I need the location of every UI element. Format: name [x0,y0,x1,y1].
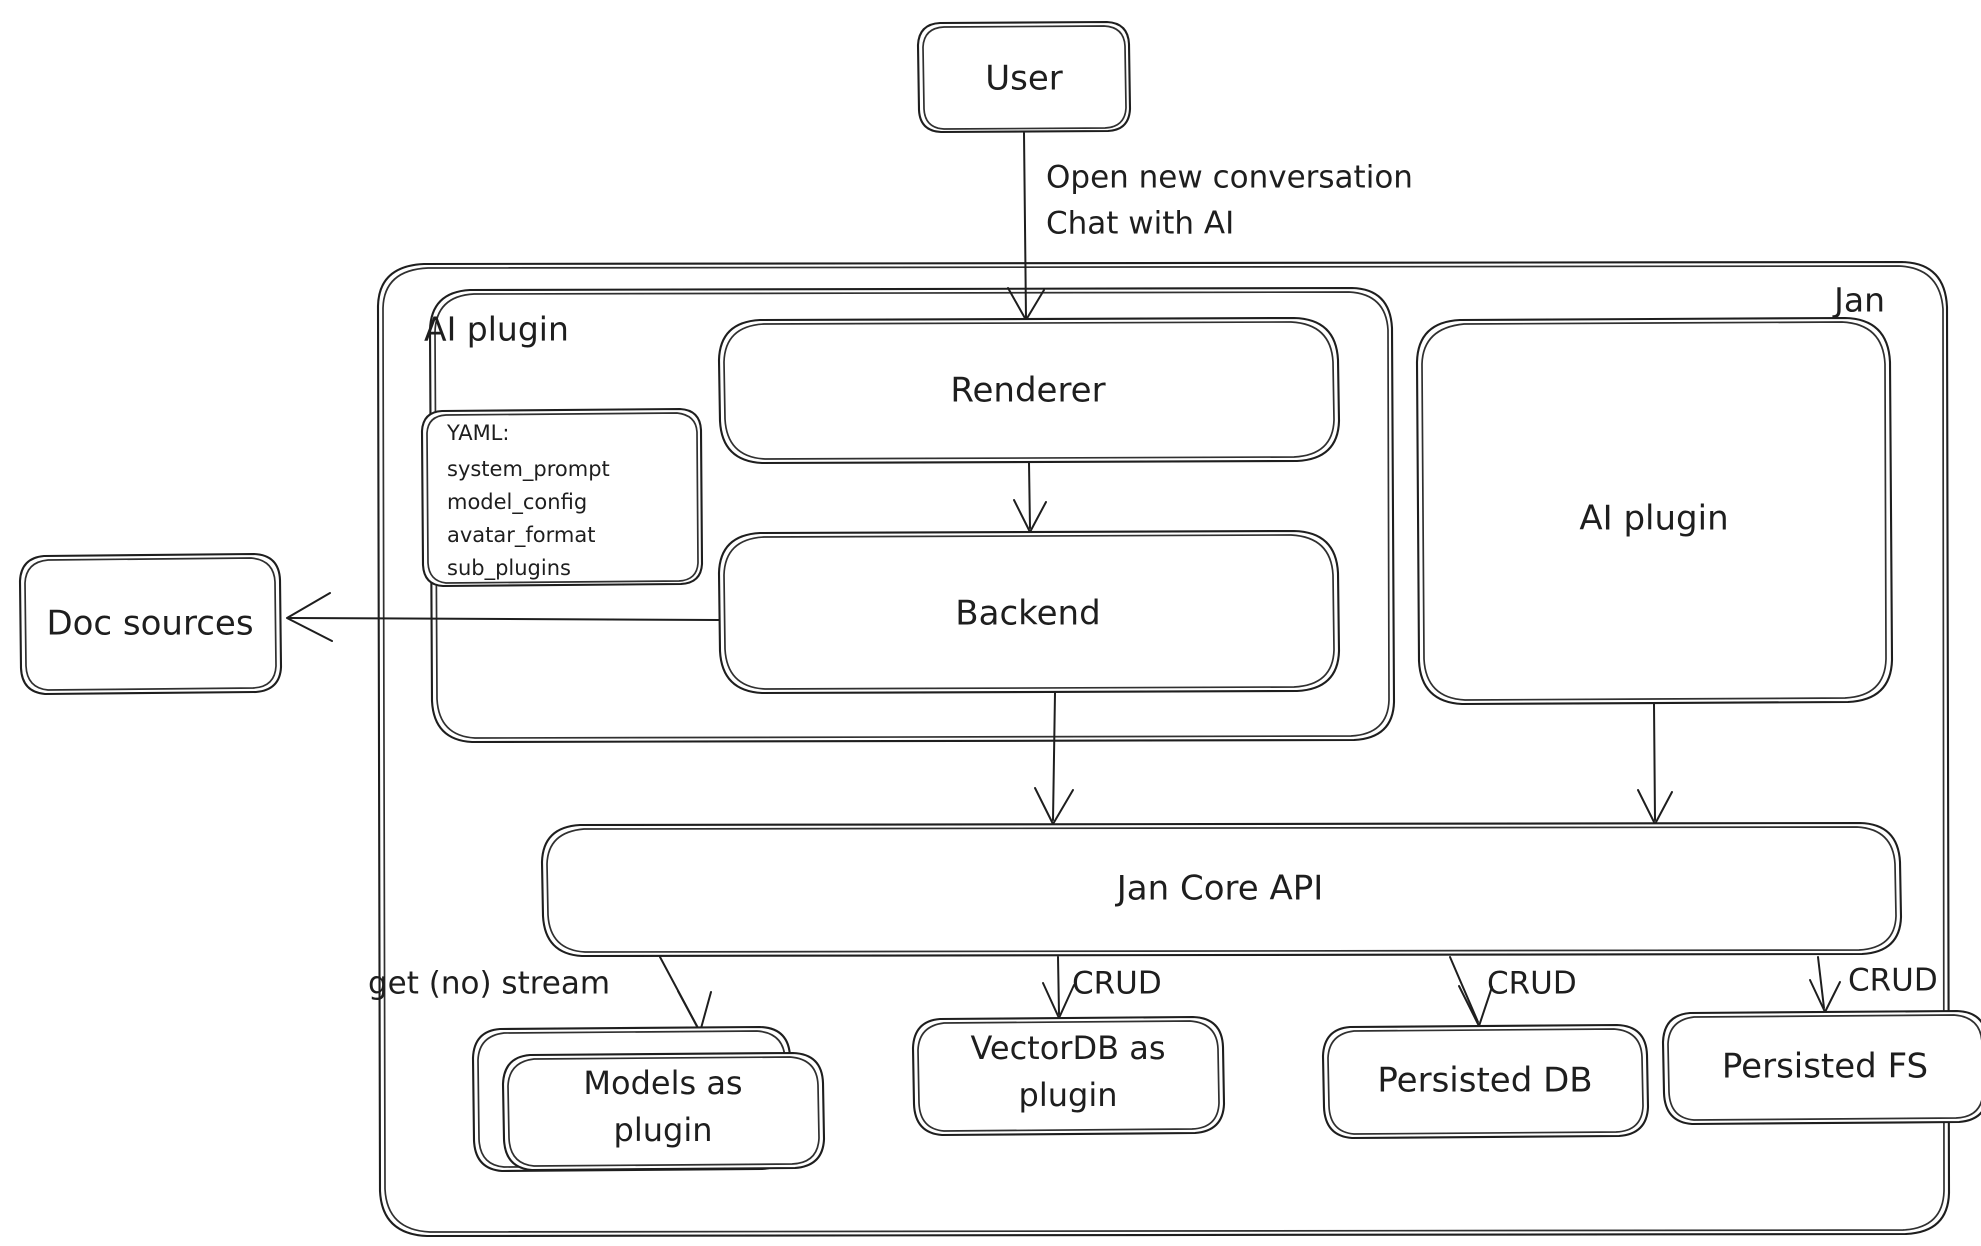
yaml-card-item: model_config [447,490,587,515]
yaml-card-item: system_prompt [447,457,610,482]
node-models-as-plugin-label-line1: Models as [583,1064,742,1102]
edge-backend-to-doc-sources [286,592,720,642]
node-renderer-label: Renderer [950,371,1105,411]
node-models-as-plugin[interactable]: Models as plugin [471,1025,826,1173]
node-backend[interactable]: Backend [717,529,1341,695]
node-user-label: User [985,59,1063,99]
node-jan-core-api-label: Jan Core API [1115,869,1324,909]
edge-user-to-renderer-label-line2: Chat with AI [1046,206,1234,242]
node-persisted-db-label: Persisted DB [1377,1061,1592,1101]
edge-api-to-vectordb-label: CRUD [1072,966,1162,1002]
edge-api-to-models: get (no) stream [368,956,712,1033]
node-persisted-fs[interactable]: Persisted FS [1661,1009,1981,1126]
node-doc-sources-label: Doc sources [46,604,253,644]
yaml-config-card: YAML: system_prompt model_config avatar_… [420,407,704,588]
node-models-as-plugin-label-line2: plugin [614,1111,713,1149]
yaml-card-item: sub_plugins [447,556,571,581]
edge-api-to-persisted-fs-label: CRUD [1848,963,1938,999]
node-persisted-db[interactable]: Persisted DB [1321,1023,1650,1140]
container-jan-label: Jan [1832,281,1885,320]
edge-api-to-models-label: get (no) stream [368,966,610,1002]
node-renderer[interactable]: Renderer [717,316,1341,465]
node-vectordb-as-plugin-label-line2: plugin [1019,1076,1118,1114]
node-jan-core-api[interactable]: Jan Core API [540,821,1903,958]
container-ai-plugin-group-label: AI plugin [424,310,569,349]
yaml-card-item: avatar_format [447,523,595,548]
node-vectordb-as-plugin-label-line1: VectorDB as [970,1029,1165,1067]
node-backend-label: Backend [955,594,1100,634]
edge-user-to-renderer-label-line1: Open new conversation [1046,160,1413,196]
node-persisted-fs-label: Persisted FS [1722,1047,1928,1087]
yaml-card-header: YAML: [446,421,509,445]
node-ai-plugin[interactable]: AI plugin [1415,316,1894,706]
edge-user-to-renderer: Open new conversation Chat with AI [1007,132,1413,321]
node-doc-sources[interactable]: Doc sources [18,552,283,696]
node-vectordb-as-plugin[interactable]: VectorDB as plugin [911,1015,1226,1137]
edge-api-to-persisted-db-label: CRUD [1487,966,1577,1002]
edge-api-to-vectordb: CRUD [1042,956,1162,1019]
node-ai-plugin-label: AI plugin [1579,499,1728,539]
node-user[interactable]: User [916,20,1132,134]
